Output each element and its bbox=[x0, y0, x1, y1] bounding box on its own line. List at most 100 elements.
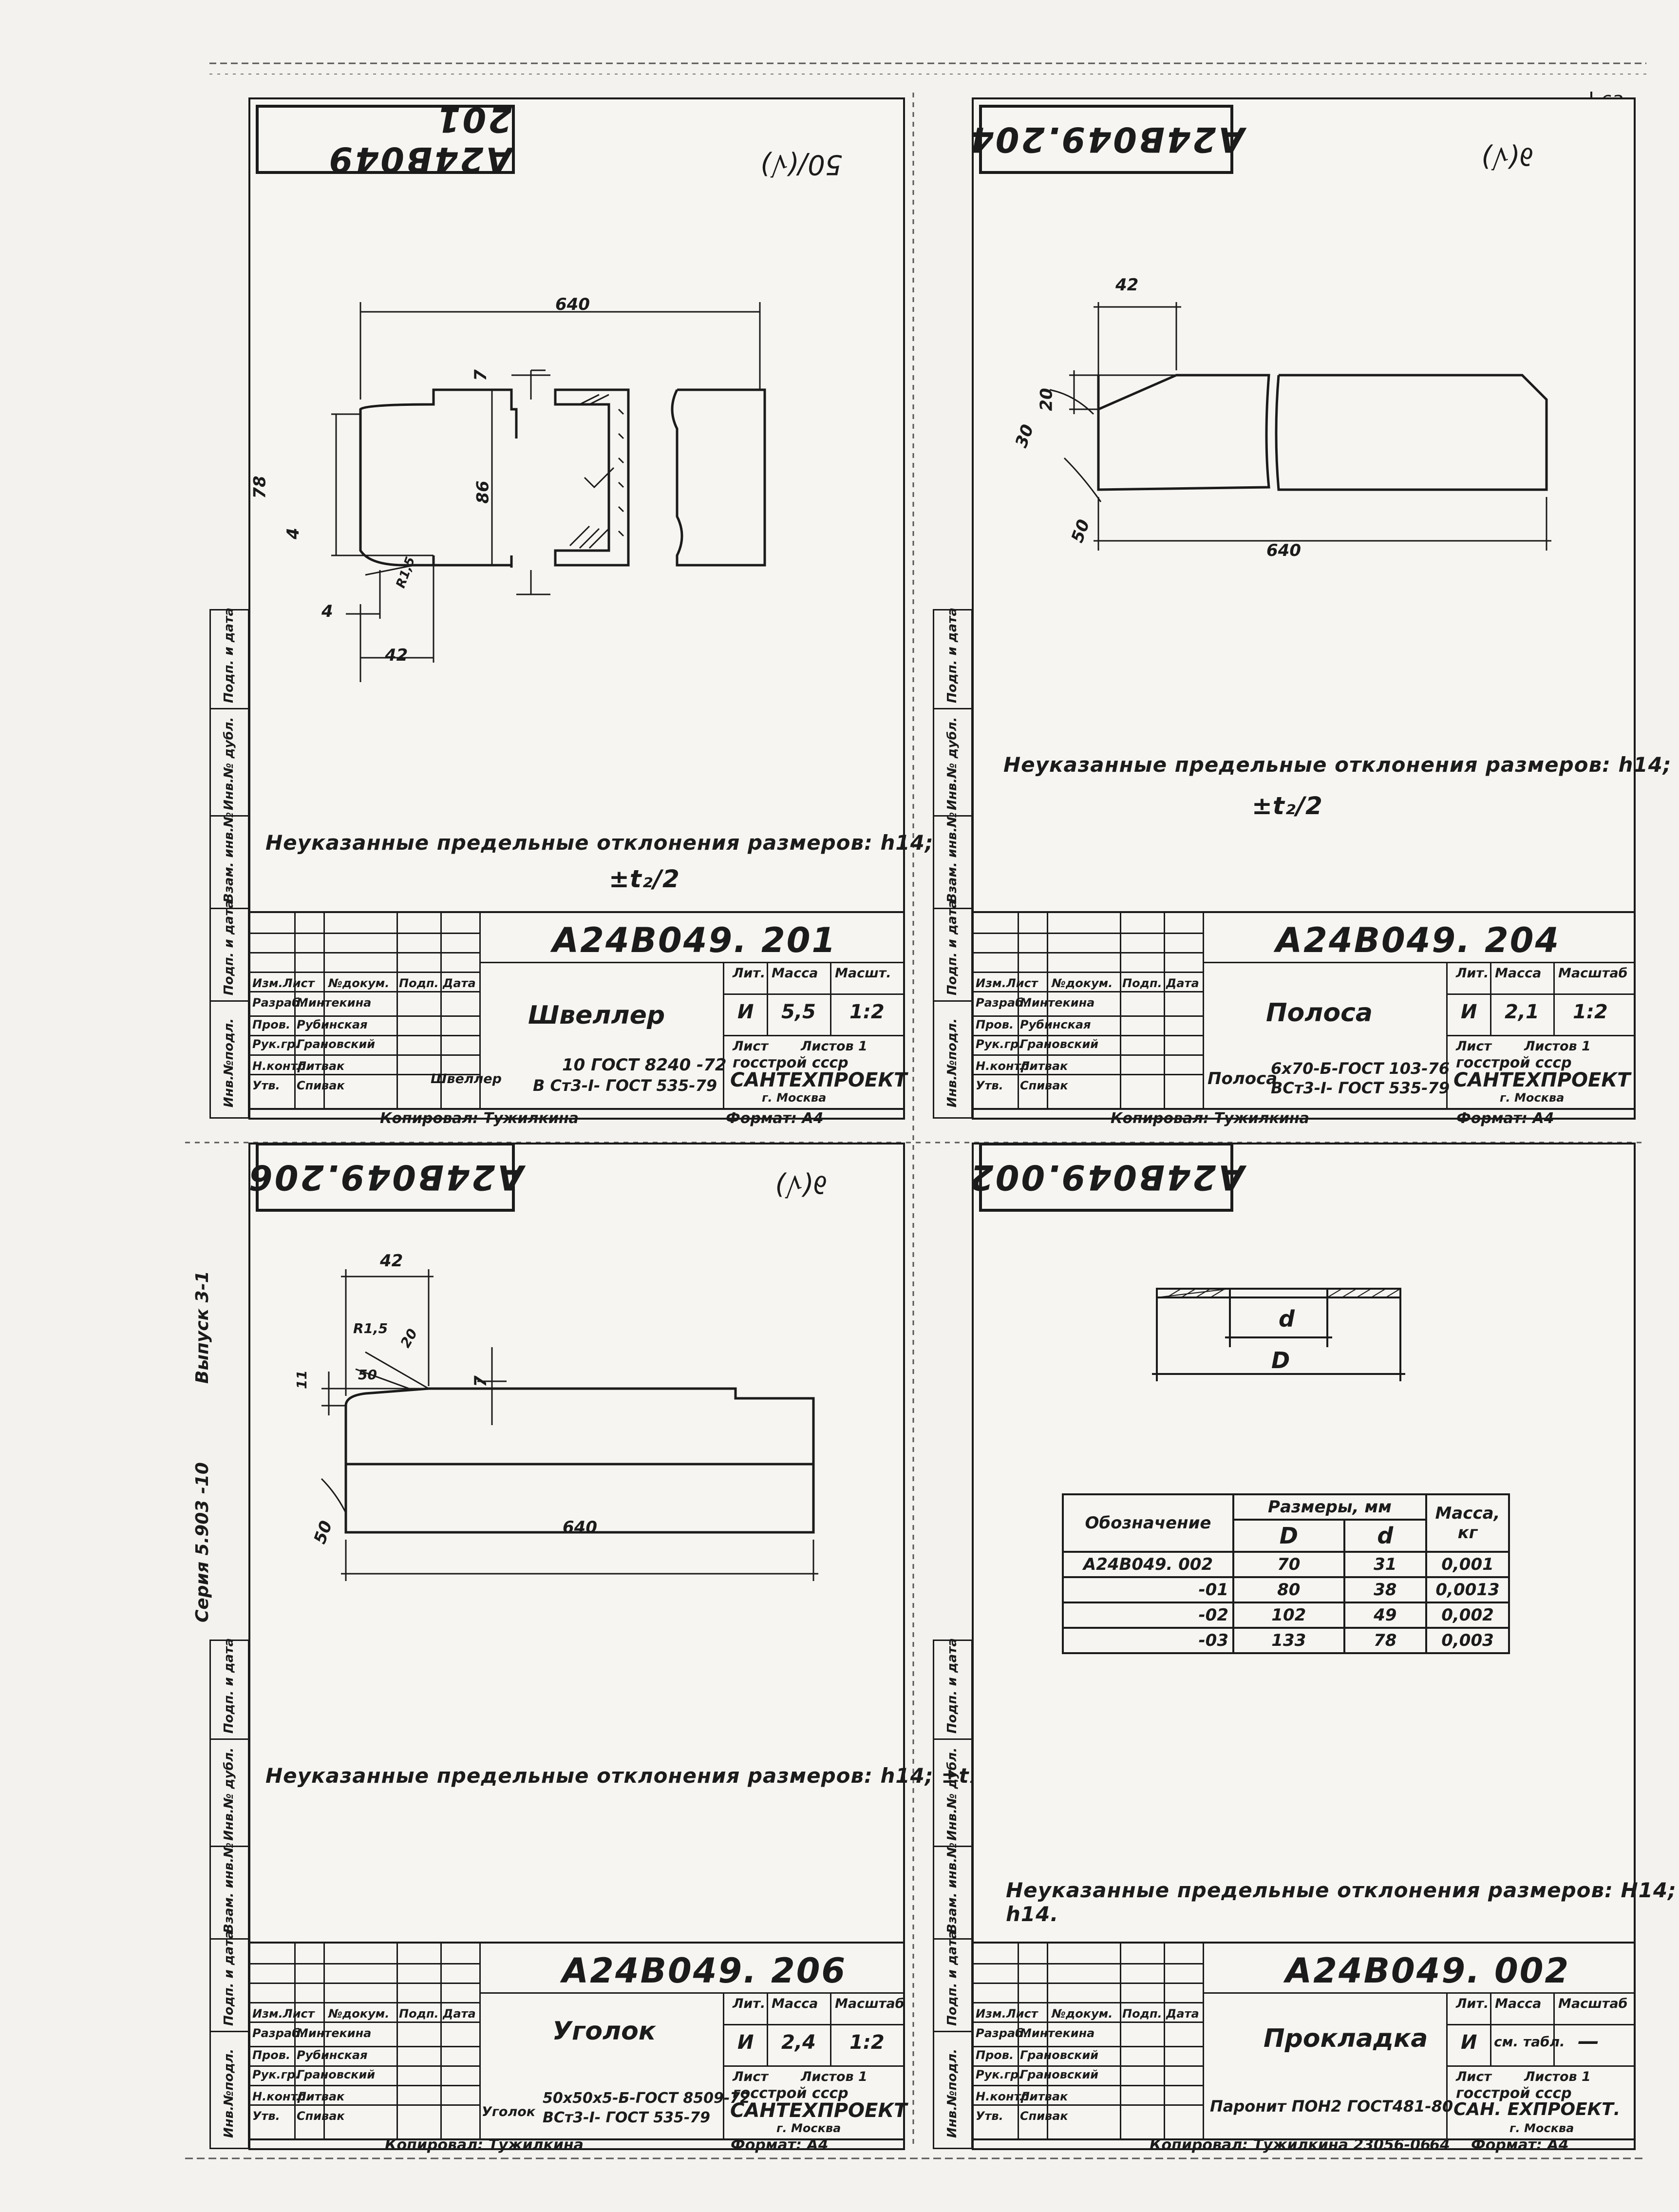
role: №докум. bbox=[1052, 2007, 1113, 2021]
lit-value: И bbox=[1461, 2031, 1477, 2054]
sidebar-label: Подп. и дата bbox=[222, 1930, 236, 2026]
tolerance-note: Неуказанные предельные отклонения размер… bbox=[265, 831, 934, 855]
tolerance-note-2: ±t₂/2 bbox=[609, 865, 680, 893]
scale-value: 1:2 bbox=[849, 1001, 885, 1023]
cell: 38 bbox=[1343, 1576, 1428, 1603]
mass-header: Масса bbox=[1495, 966, 1542, 981]
format-label: Формат: А4 bbox=[1456, 1110, 1554, 1127]
role: Подп. bbox=[1122, 2007, 1162, 2021]
role: Литвак bbox=[297, 1059, 345, 1073]
sheet-header: Лист bbox=[733, 1039, 768, 1054]
part-name: Прокладка bbox=[1264, 2024, 1428, 2053]
dim-4-vert: 4 bbox=[283, 528, 303, 539]
mass-value: см. табл. bbox=[1494, 2034, 1565, 2050]
mass-header: Масса bbox=[772, 1996, 818, 2011]
sheet-strip bbox=[972, 97, 1636, 1120]
role: Разраб. bbox=[976, 2026, 1028, 2040]
sidebar-label: Взам. инв.№ bbox=[222, 1842, 236, 1933]
title-block: A24B049. 206 Уголок Лит. Масса Масштаб И… bbox=[248, 1942, 907, 2140]
channel-drawing bbox=[331, 302, 766, 682]
issue-label: Выпуск 3-1 bbox=[192, 1271, 212, 1384]
lit-header: Лит. bbox=[1456, 966, 1489, 981]
cell: 0,002 bbox=[1425, 1602, 1510, 1629]
sheets-header: Листов 1 bbox=[1524, 2069, 1591, 2084]
copied-by: Копировал: Тужилкина bbox=[380, 1110, 579, 1127]
gasket-drawing bbox=[1152, 1288, 1405, 1381]
sheet-header: Лист bbox=[1456, 2069, 1491, 2084]
format-label: Формат: А4 bbox=[1471, 2136, 1569, 2154]
role: №докум. bbox=[1052, 976, 1113, 990]
role: Пров. bbox=[252, 1018, 291, 1031]
role: Рубинская bbox=[297, 1018, 368, 1031]
strip-drawing bbox=[1049, 302, 1551, 551]
mass-value: 5,5 bbox=[781, 1001, 816, 1023]
sidebar-label: Подп. и дата bbox=[945, 1930, 960, 2026]
material-line-1: 50х50х5-Б-ГОСТ 8509-72 bbox=[543, 2090, 751, 2107]
sheets-header: Листов 1 bbox=[801, 2069, 868, 2084]
col-D: D bbox=[1232, 1519, 1345, 1553]
role: Рук.гр. bbox=[976, 1037, 1023, 1051]
dim-42: 42 bbox=[1115, 275, 1139, 295]
role: Изм.Лист bbox=[976, 976, 1038, 990]
role: Изм.Лист bbox=[252, 976, 315, 990]
sidebar-approvals: Подп. и дата Инв.№ дубл. Взам. инв.№ Под… bbox=[209, 608, 249, 1119]
cell: 70 bbox=[1232, 1551, 1345, 1578]
role: Подп. bbox=[1122, 976, 1162, 990]
role: Пров. bbox=[976, 1018, 1014, 1031]
role: Рубинская bbox=[1020, 1018, 1091, 1031]
role: Грановский bbox=[297, 2068, 376, 2081]
scale-header: Масшт. bbox=[835, 966, 891, 981]
format-label: Формат: А4 bbox=[731, 2136, 829, 2154]
role: Разраб. bbox=[976, 996, 1028, 1010]
tolerance-note-2: ±t₂/2 bbox=[1252, 792, 1323, 820]
role: Спивак bbox=[297, 2109, 345, 2123]
role: №докум. bbox=[328, 976, 390, 990]
dim-d: d bbox=[1279, 1306, 1295, 1332]
role: №докум. bbox=[328, 2007, 390, 2021]
col-sizes: Размеры, мм bbox=[1232, 1493, 1427, 1521]
role: Н.контр. bbox=[252, 2090, 310, 2103]
cell: 0,003 bbox=[1425, 1627, 1510, 1654]
angle-drawing bbox=[321, 1269, 818, 1581]
role: Минтекина bbox=[1020, 2026, 1095, 2040]
dim-20: 20 bbox=[1037, 388, 1056, 411]
role: Минтекина bbox=[297, 996, 372, 1010]
org-line-2: САНТЕХПРОЕКТ bbox=[730, 1069, 907, 1091]
sidebar-label: Инв.№подл. bbox=[945, 2048, 960, 2138]
dim-78: 78 bbox=[250, 476, 270, 499]
material-line-1: 10 ГОСТ 8240 -72 bbox=[562, 1055, 727, 1075]
drawing-code: A24B049. 201 bbox=[552, 920, 837, 960]
role: Рук.гр. bbox=[252, 1037, 300, 1051]
dim-D: D bbox=[1271, 1347, 1290, 1373]
role: Дата bbox=[1166, 976, 1199, 990]
cell: A24B049. 002 bbox=[1062, 1551, 1234, 1578]
dim-42: 42 bbox=[385, 646, 408, 665]
role: Разраб. bbox=[252, 2026, 304, 2040]
role: Литвак bbox=[1020, 2090, 1068, 2103]
part-name: Швеллер bbox=[528, 1001, 665, 1030]
mass-header: Масса bbox=[772, 966, 818, 981]
sidebar-label: Инв.№ дубл. bbox=[222, 717, 236, 810]
cell: 102 bbox=[1232, 1602, 1345, 1629]
cell: -03 bbox=[1062, 1627, 1234, 1654]
scale-value: 1:2 bbox=[849, 2031, 885, 2054]
org-line-1: госстрой ссср bbox=[1456, 1054, 1572, 1071]
cell: 78 bbox=[1343, 1627, 1428, 1654]
lit-header: Лит. bbox=[733, 966, 766, 981]
title-block: A24B049. 201 Швеллер Лит. Масса Масшт. И… bbox=[248, 911, 907, 1110]
tolerance-note: Неуказанные предельные отклонения размер… bbox=[1003, 753, 1672, 777]
sidebar-label: Подп. и дата bbox=[222, 900, 236, 995]
role: Н.контр. bbox=[252, 1059, 310, 1073]
tolerance-note: Неуказанные предельные отклонения размер… bbox=[1006, 1878, 1677, 1926]
role: Изм.Лист bbox=[252, 2007, 315, 2021]
dim-4-horz: 4 bbox=[321, 602, 333, 621]
role: Утв. bbox=[976, 2109, 1003, 2123]
title-block: A24B049. 204 Полоса Лит. Масса Масштаб И… bbox=[972, 911, 1636, 1110]
org-line-1: госстрой ссср bbox=[733, 2085, 849, 2102]
material-line-1: Паронит ПОН2 ГОСТ481-80 bbox=[1210, 2097, 1453, 2116]
sheets-header: Листов 1 bbox=[801, 1039, 868, 1054]
title-block: A24B049. 002 Прокладка Лит. Масса Масшта… bbox=[972, 1942, 1636, 2140]
role: Литвак bbox=[1020, 1059, 1068, 1073]
org-line-2: САНТЕХПРОЕКТ bbox=[730, 2099, 907, 2122]
material-label: Полоса bbox=[1207, 1069, 1278, 1088]
